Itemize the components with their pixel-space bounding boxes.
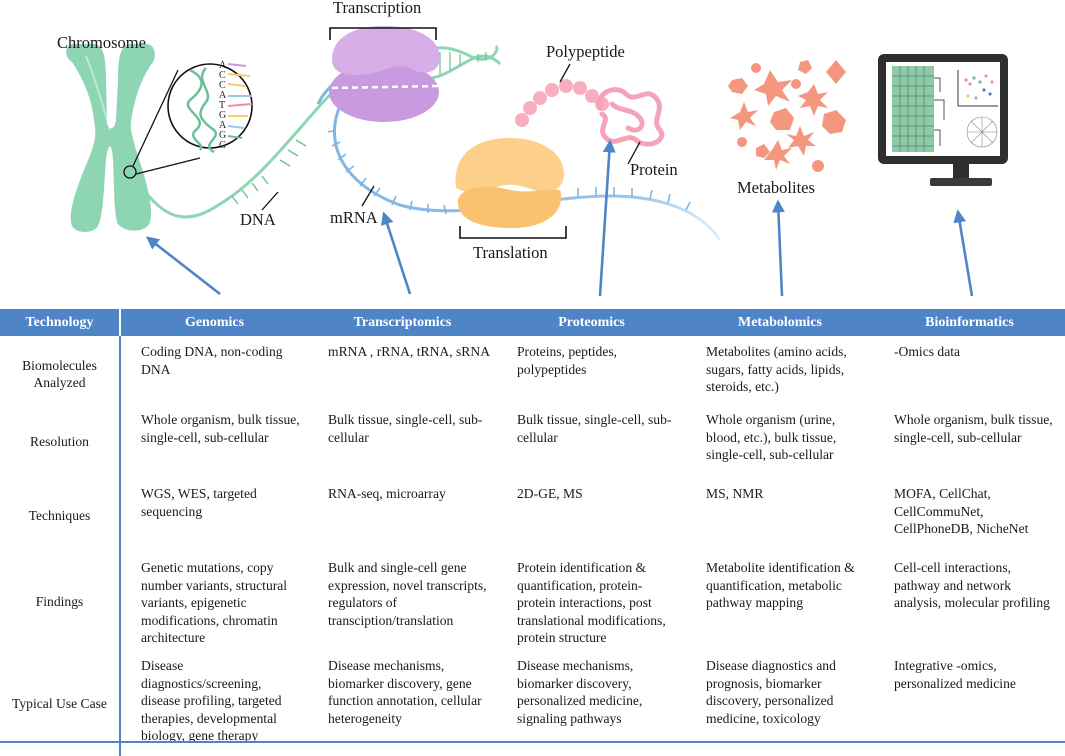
row-label-techniques: Techniques bbox=[0, 479, 121, 553]
translation-bracket bbox=[459, 226, 567, 239]
transcription-ribosome-icon bbox=[329, 26, 441, 122]
translation-label: Translation bbox=[473, 243, 548, 262]
table-cell: Disease mechanisms, biomarker discovery,… bbox=[328, 658, 482, 726]
transcription-label: Transcription bbox=[333, 0, 422, 17]
label-leaders bbox=[261, 63, 641, 211]
mrna-ticks bbox=[327, 129, 691, 215]
header-transcriptomics: Transcriptomics bbox=[308, 309, 497, 336]
table-cell: mRNA , rRNA, tRNA, sRNA bbox=[328, 344, 491, 359]
dna-base-letter: G bbox=[219, 110, 226, 121]
computer-monitor-icon bbox=[878, 54, 1008, 186]
row-label-biomolecules: Biomolecules Analyzed bbox=[0, 336, 121, 405]
dna-helix-marks bbox=[231, 139, 307, 205]
table-row: Biomolecules Analyzed Coding DNA, non-co… bbox=[0, 336, 1065, 405]
table-cell: Bulk and single-cell gene expression, no… bbox=[328, 560, 487, 628]
mrna-label: mRNA bbox=[330, 208, 378, 227]
table-cell: Genetic mutations, copy number variants,… bbox=[141, 560, 288, 645]
dna-base-letter: A bbox=[219, 120, 227, 131]
table-cell: Cell-cell interactions, pathway and netw… bbox=[894, 560, 1050, 610]
dna-base-letter: C bbox=[219, 80, 226, 91]
table-cell: Protein identification & quantification,… bbox=[517, 560, 666, 645]
table-cell: Metabolite identification & quantificati… bbox=[706, 560, 855, 610]
pointer-arrows bbox=[145, 139, 974, 297]
table-cell: MOFA, CellChat, CellCommuNet, CellPhoneD… bbox=[894, 486, 1029, 536]
protein-label: Protein bbox=[630, 160, 678, 179]
header-metabolomics: Metabolomics bbox=[686, 309, 874, 336]
table-row: Techniques WGS, WES, targeted sequencing… bbox=[0, 479, 1065, 553]
table-cell: RNA-seq, microarray bbox=[328, 486, 446, 501]
header-bioinformatics: Bioinformatics bbox=[874, 309, 1065, 336]
table-cell: Integrative -omics, personalized medicin… bbox=[894, 658, 1016, 691]
table-cell: Proteins, peptides, polypeptides bbox=[517, 344, 618, 377]
table-cell: 2D-GE, MS bbox=[517, 486, 583, 501]
transcription-bracket bbox=[329, 27, 437, 40]
polypeptide-icon bbox=[515, 79, 609, 127]
table-cell: Whole organism, bulk tissue, single-cell… bbox=[894, 412, 1053, 445]
dna-label: DNA bbox=[240, 210, 276, 229]
table-header-row: Technology Genomics Transcriptomics Prot… bbox=[0, 309, 1065, 336]
dna-base-letter: A bbox=[219, 90, 227, 101]
metabolites-label: Metabolites bbox=[737, 178, 815, 197]
zoom-lines bbox=[123, 69, 201, 179]
table-row: Typical Use Case Disease diagnostics/scr… bbox=[0, 651, 1065, 756]
table-cell: Whole organism, bulk tissue, single-cell… bbox=[141, 412, 300, 445]
row-label-findings: Findings bbox=[0, 553, 121, 651]
table-row: Resolution Whole organism, bulk tissue, … bbox=[0, 405, 1065, 479]
chromosome-label: Chromosome bbox=[57, 33, 146, 52]
table-cell: Bulk tissue, single-cell, sub-cellular bbox=[517, 412, 672, 445]
table-cell: MS, NMR bbox=[706, 486, 764, 501]
dna-base-letter: T bbox=[219, 100, 225, 111]
chromosome-icon bbox=[66, 44, 155, 232]
protein-icon bbox=[597, 87, 665, 147]
dna-base-letter: C bbox=[219, 70, 226, 81]
row-label-use-case: Typical Use Case bbox=[0, 651, 121, 756]
table-row: Findings Genetic mutations, copy number … bbox=[0, 553, 1065, 651]
row-label-resolution: Resolution bbox=[0, 405, 121, 479]
dna-base-letter: G bbox=[219, 140, 226, 151]
dna-base-letter: G bbox=[219, 130, 226, 141]
table-cell: Disease diagnostics and prognosis, bioma… bbox=[706, 658, 836, 726]
table-cell: -Omics data bbox=[894, 344, 961, 359]
metabolites-icon bbox=[728, 60, 846, 172]
table-cell: Whole organism (urine, blood, etc.), bul… bbox=[706, 412, 837, 462]
translation-ribosome-icon bbox=[455, 138, 564, 228]
table-cell: Bulk tissue, single-cell, sub-cellular bbox=[328, 412, 483, 445]
dna-base-letter: A bbox=[219, 60, 227, 71]
table-cell: Coding DNA, non-coding DNA bbox=[141, 344, 283, 377]
table-cell: WGS, WES, targeted sequencing bbox=[141, 486, 257, 519]
table-cell: Disease mechanisms, biomarker discovery,… bbox=[517, 658, 643, 726]
header-proteomics: Proteomics bbox=[497, 309, 686, 336]
header-technology: Technology bbox=[0, 309, 121, 336]
header-genomics: Genomics bbox=[120, 309, 308, 336]
polypeptide-label: Polypeptide bbox=[546, 42, 625, 61]
table-cell: Metabolites (amino acids, sugars, fatty … bbox=[706, 344, 847, 394]
table-bottom-rule bbox=[0, 741, 1065, 743]
omics-comparison-table: Technology Genomics Transcriptomics Prot… bbox=[0, 309, 1065, 756]
table-cell: Disease diagnostics/screening, disease p… bbox=[141, 658, 282, 743]
